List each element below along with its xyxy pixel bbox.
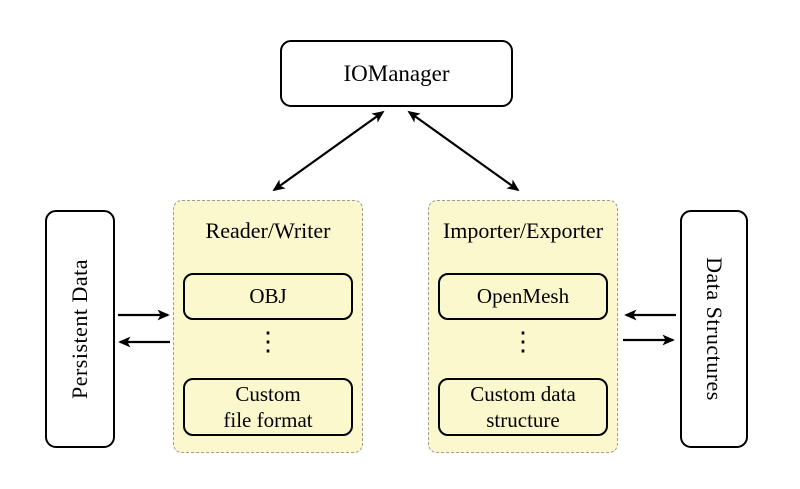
persistent-data-node: Persistent Data: [45, 210, 115, 448]
custom-file-format-line2: file format: [223, 408, 313, 432]
importer-exporter-title: Importer/Exporter: [442, 218, 604, 243]
vertical-ellipsis-icon: ⋮: [255, 327, 281, 356]
vertical-ellipsis-icon: ⋮: [510, 327, 536, 356]
data-structures-node: Data Structures: [680, 210, 748, 448]
data-structures-label: Data Structures: [702, 257, 728, 401]
persistent-data-label: Persistent Data: [67, 258, 92, 400]
custom-data-structure-node: Custom data structure: [438, 378, 608, 436]
iomanager-label: IOManager: [343, 60, 450, 86]
custom-data-structure-line1: Custom data: [470, 381, 576, 406]
reader-writer-title: Reader/Writer: [205, 218, 331, 243]
importer-exporter-panel: Importer/Exporter OpenMesh ⋮ Custom data…: [428, 200, 618, 453]
obj-label: OBJ: [249, 284, 287, 309]
obj-node: OBJ: [183, 273, 353, 320]
custom-file-format-line1: Custom: [235, 381, 301, 406]
iomanager-node: IOManager: [280, 40, 513, 107]
reader-writer-panel: Reader/Writer OBJ ⋮ Custom file format: [173, 200, 363, 453]
custom-file-format-node: Custom file format: [183, 378, 353, 436]
custom-data-structure-line2: structure: [486, 408, 560, 432]
arrow-iomanager-importerexporter: [407, 110, 520, 192]
openmesh-label: OpenMesh: [476, 284, 570, 309]
arrow-iomanager-readerwriter: [272, 110, 385, 192]
openmesh-node: OpenMesh: [438, 273, 608, 320]
